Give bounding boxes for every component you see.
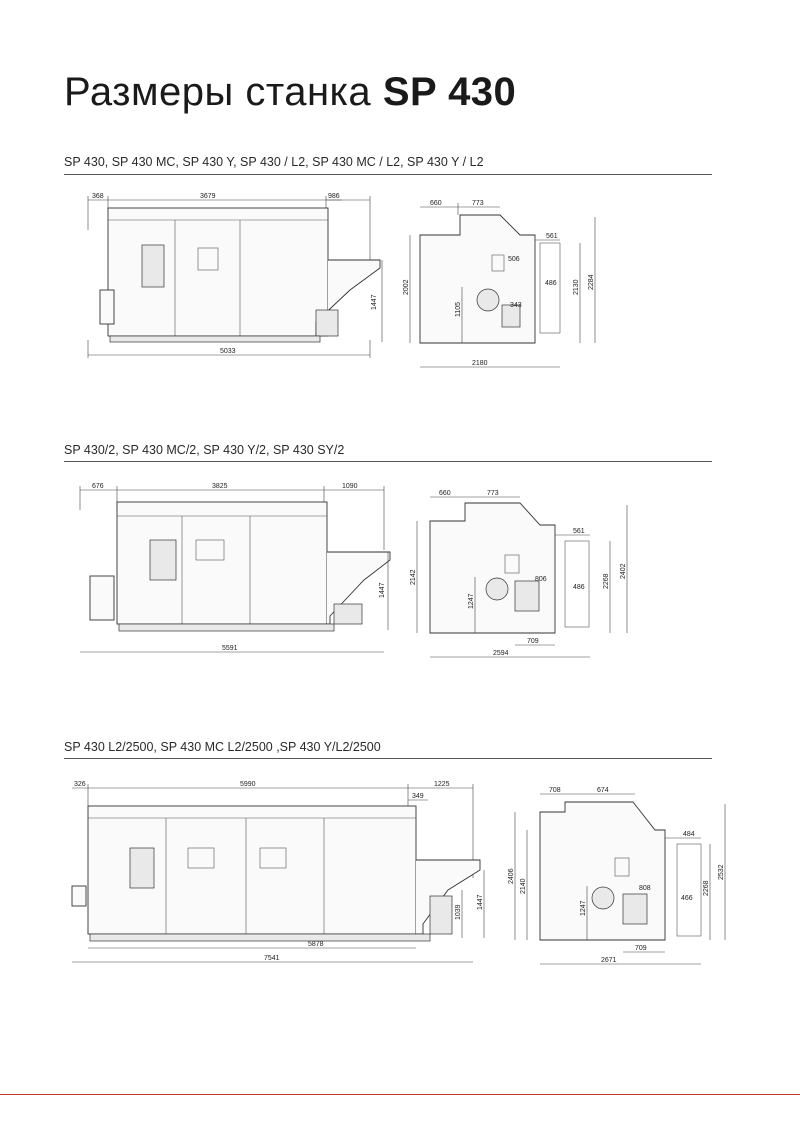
dim-2268: 2268	[603, 573, 610, 589]
dim-5591: 5591	[222, 645, 238, 652]
dim-1247: 1247	[468, 593, 475, 609]
dim-674: 674	[597, 787, 609, 794]
machine-body	[107, 207, 329, 337]
dim-808: 808	[639, 885, 651, 892]
section-1-front-drawing: 368 3679 986 1447 5033	[87, 193, 383, 358]
dim-3679: 3679	[200, 193, 216, 200]
footer-rule	[0, 1094, 800, 1095]
dim-1225: 1225	[434, 781, 450, 788]
section-2-front-drawing: 676 3825 1090 1447 5591	[79, 483, 391, 653]
dim-806: 806	[535, 576, 547, 583]
dim-2406: 2406	[508, 868, 515, 884]
dim-368: 368	[92, 193, 104, 200]
dim-2180: 2180	[472, 360, 488, 367]
dim-1105: 1105	[455, 302, 462, 317]
section-3-rule	[64, 758, 712, 759]
dim-5033: 5033	[220, 348, 236, 355]
section-1-rule	[64, 174, 712, 175]
dim-561-b: 561	[573, 528, 585, 535]
section-3-front-drawing: 326 5990 1225 349 1039 1447 5878 7541	[71, 781, 485, 963]
dim-2142: 2142	[410, 569, 417, 585]
section-3-side-drawing: 708 674 484 808 466 2406 2140 1247 2268 …	[508, 787, 726, 965]
dim-343: 343	[510, 302, 522, 309]
section-3-heading: SP 430 L2/2500, SP 430 MC L2/2500 ,SP 43…	[64, 740, 381, 754]
dim-1090: 1090	[342, 483, 358, 490]
title-model: SP 430	[382, 70, 517, 114]
dim-660: 660	[430, 200, 442, 207]
dim-708: 708	[549, 787, 561, 794]
dim-484: 484	[683, 831, 695, 838]
title-prefix: Размеры станка	[64, 70, 372, 114]
dim-1247-c: 1247	[580, 900, 587, 916]
section-1-side-drawing: 660 773 561 506 486 343 2002 1105 2130 2…	[403, 200, 596, 368]
section-1-heading: SP 430, SP 430 MC, SP 430 Y, SP 430 / L2…	[64, 155, 484, 169]
dim-986: 986	[328, 193, 340, 200]
dim-486-b: 486	[573, 584, 585, 591]
dim-709: 709	[527, 638, 539, 645]
dim-3825: 3825	[212, 483, 228, 490]
dim-1447-c: 1447	[477, 894, 484, 910]
dim-349: 349	[412, 793, 424, 800]
dim-773: 773	[472, 200, 484, 207]
dim-1447-b: 1447	[379, 582, 386, 598]
dim-2671: 2671	[601, 957, 617, 964]
dim-2594: 2594	[493, 650, 509, 657]
dim-709-c: 709	[635, 945, 647, 952]
dim-7541: 7541	[264, 955, 280, 962]
dim-486: 486	[545, 280, 557, 287]
control-panel	[141, 244, 165, 288]
dim-1039: 1039	[455, 904, 462, 920]
section-2-heading: SP 430/2, SP 430 MC/2, SP 430 Y/2, SP 43…	[64, 443, 345, 457]
dim-2532: 2532	[718, 864, 725, 880]
dim-2140: 2140	[520, 878, 527, 894]
dim-5990: 5990	[240, 781, 256, 788]
dim-2002: 2002	[403, 279, 410, 295]
dim-2402: 2402	[620, 563, 627, 579]
section-2-side-drawing: 660 773 561 806 486 2142 1247 2268 2402 …	[410, 490, 628, 658]
dim-561: 561	[546, 233, 558, 240]
dim-2284: 2284	[588, 274, 595, 290]
dim-676: 676	[92, 483, 104, 490]
page-title: Размеры станка SP 430	[64, 70, 516, 115]
dim-1447: 1447	[371, 294, 378, 310]
dim-2130: 2130	[573, 279, 580, 295]
dim-773-b: 773	[487, 490, 499, 497]
dim-2268-c: 2268	[703, 880, 710, 896]
dim-326: 326	[74, 781, 86, 788]
dim-660-b: 660	[439, 490, 451, 497]
dim-5878: 5878	[308, 941, 324, 948]
dim-506: 506	[508, 256, 520, 263]
section-2-rule	[64, 461, 712, 462]
dim-466: 466	[681, 895, 693, 902]
